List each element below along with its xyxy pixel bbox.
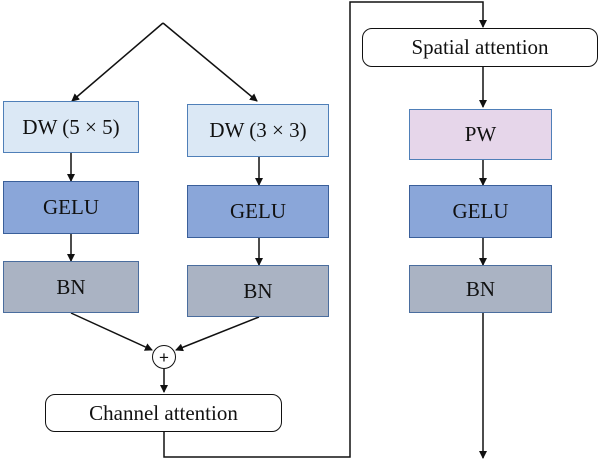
add-merge-node: + [152,345,176,369]
plus-symbol: + [159,347,169,367]
bn-block-left: BN [3,261,139,313]
bn-label-left: BN [56,274,86,299]
pw-block: PW [409,109,552,160]
gelu-block-left: GELU [3,181,139,234]
gelu-label-left: GELU [43,195,99,219]
channel-attention-label: Channel attention [89,400,238,425]
dw-5x5-label: DW (5 × 5) [22,114,120,139]
bn-block-spatial: BN [409,265,552,313]
bn-label-right: BN [243,278,273,303]
gelu-label-right: GELU [230,199,286,223]
pw-label: PW [464,122,497,146]
gelu-label-spatial: GELU [452,199,509,223]
gelu-block-right: GELU [187,185,329,238]
route-channel-to-spatial [163,1,487,458]
bn-label-spatial: BN [465,276,496,301]
merge-arrow-left [70,312,153,351]
split-arrow-left [71,22,164,102]
split-arrow-right [162,22,258,102]
dw-5x5-block: DW (5 × 5) [3,101,139,153]
channel-attention-block: Channel attention [45,394,282,432]
dw-3x3-block: DW (3 × 3) [187,104,329,157]
merge-arrow-right [175,316,260,352]
spatial-attention-block: Spatial attention [362,28,598,67]
dw-3x3-label: DW (3 × 3) [209,118,307,142]
bn-block-right: BN [187,265,329,317]
gelu-block-spatial: GELU [409,185,552,238]
spatial-attention-label: Spatial attention [411,35,549,59]
